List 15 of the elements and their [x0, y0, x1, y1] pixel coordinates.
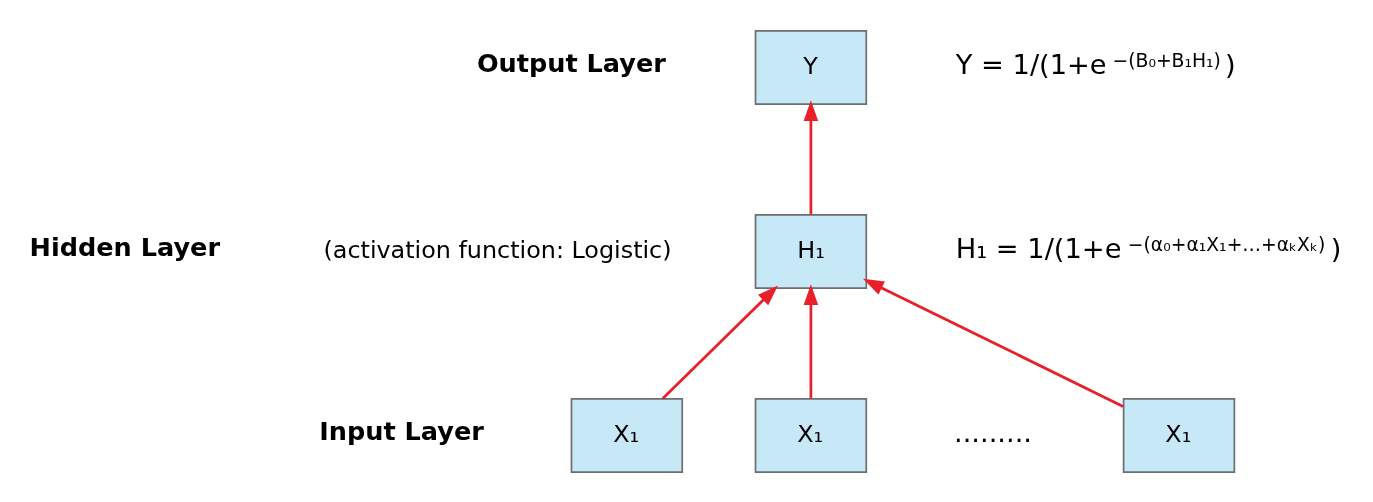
node-box: Y	[754, 29, 868, 105]
arrow	[661, 285, 778, 400]
label: (activation function: Logistic)	[323, 235, 672, 264]
node-box: H₁	[754, 213, 868, 289]
label: Input Layer	[319, 415, 484, 446]
arrow	[803, 283, 819, 399]
node-box: X₁	[570, 397, 684, 473]
node-box: X₁	[1122, 397, 1236, 473]
label: H₁ = 1/(1+e−(α₀+α₁X₁+…+αₖXₖ))	[955, 232, 1342, 264]
node-box: X₁	[754, 397, 868, 473]
label: .........	[954, 416, 1033, 448]
label: Output Layer	[476, 47, 666, 78]
arrow	[803, 99, 819, 215]
arrow	[863, 278, 1124, 408]
label: Hidden Layer	[29, 231, 220, 262]
